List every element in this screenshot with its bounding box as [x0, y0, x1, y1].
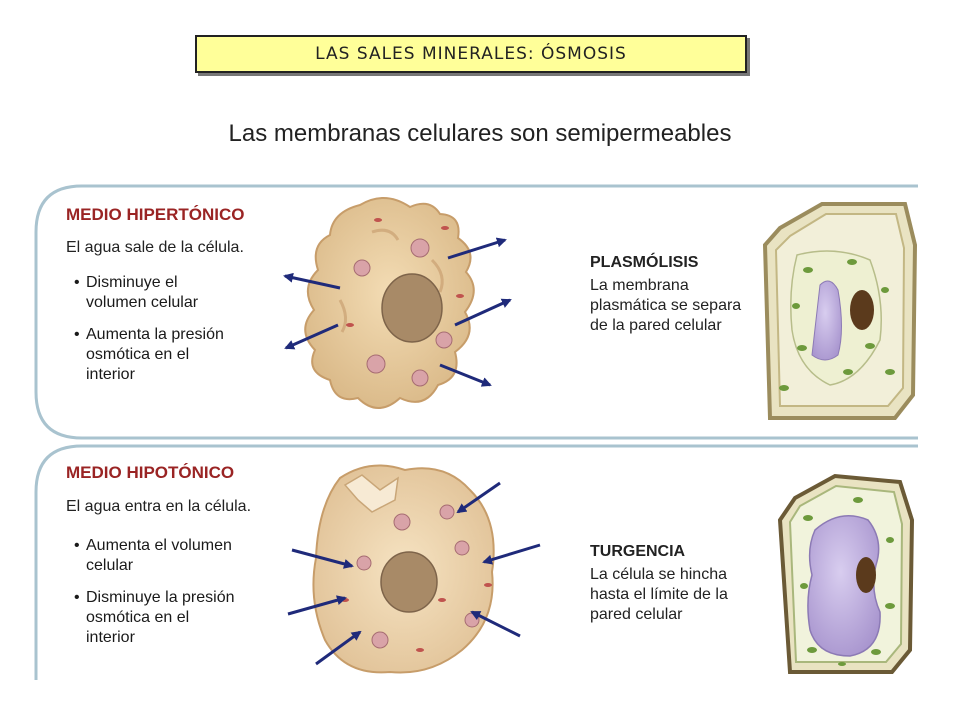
swollen-animal-cell	[312, 464, 495, 674]
arrow	[315, 630, 362, 666]
arrow	[454, 298, 512, 327]
hypertonic-bullet: Aumenta la presión osmótica en el interi…	[70, 325, 240, 385]
arrow	[287, 595, 347, 616]
turgor-description: La célula se hincha hasta el límite de l…	[590, 566, 728, 623]
page-title: LAS SALES MINERALES: ÓSMOSIS	[195, 35, 747, 73]
plasmolysis-description: La membrana plasmática se separa de la p…	[590, 277, 742, 334]
hypotonic-bullet-list: Aumenta el volumen celular Disminuye la …	[70, 536, 240, 660]
water-in-arrows	[287, 481, 541, 666]
hypotonic-bullet: Aumenta el volumen celular	[70, 536, 240, 576]
arrow	[291, 548, 354, 569]
hypotonic-bullet: Disminuye la presión osmótica en el inte…	[70, 588, 240, 648]
arrow	[283, 272, 341, 290]
arrow	[284, 323, 339, 350]
arrow	[470, 610, 521, 638]
hypertonic-bullet-list: Disminuye el volumen celular Aumenta la …	[70, 273, 240, 397]
hypertonic-heading: MEDIO HIPERTÓNICO	[66, 205, 245, 224]
hypotonic-intro: El agua entra en la célula.	[66, 498, 252, 515]
hypotonic-panel-frame	[34, 444, 918, 680]
hypertonic-intro: El agua sale de la célula.	[66, 239, 244, 256]
arrow	[456, 481, 501, 514]
turgid-plant-cell	[777, 473, 915, 674]
plasmolysis-heading: PLASMÓLISIS	[590, 254, 699, 271]
hypotonic-heading: MEDIO HIPOTÓNICO	[66, 463, 235, 482]
arrow	[439, 363, 492, 387]
arrow	[482, 543, 541, 565]
plasmolysed-plant-cell	[762, 202, 918, 420]
turgor-heading: TURGENCIA	[590, 543, 686, 560]
shrunken-animal-cell	[304, 197, 475, 409]
hypertonic-panel-frame	[34, 184, 918, 440]
page-subtitle: Las membranas celulares son semipermeabl…	[228, 120, 732, 147]
arrow	[447, 237, 507, 260]
hypertonic-bullet: Disminuye el volumen celular	[70, 273, 240, 313]
water-out-arrows	[283, 237, 512, 387]
